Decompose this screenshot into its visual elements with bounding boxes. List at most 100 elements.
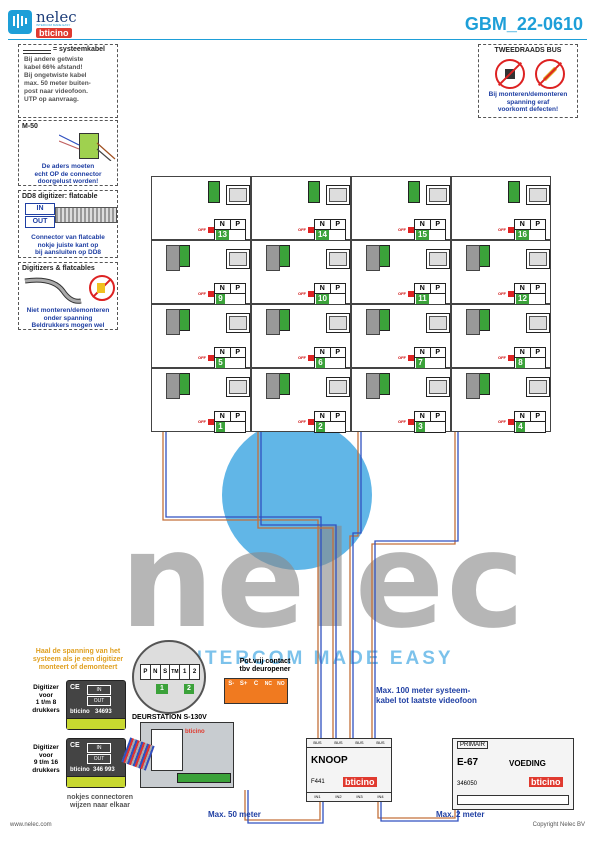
warning-line: monteert of demonteert: [38, 664, 118, 671]
digitizer2-brand: bticino: [70, 767, 90, 773]
pin-strip: P N S TM 1 2: [140, 664, 200, 680]
knoop-term: IN3: [356, 794, 363, 799]
off-switch-icon: [308, 291, 314, 297]
apartment-number: 1: [216, 422, 225, 432]
n-label: N: [215, 220, 231, 229]
videophone-screen-icon: [426, 313, 450, 333]
label-line: voor: [38, 751, 54, 759]
pin-zoom-circle: P N S TM 1 2 1 2: [132, 640, 206, 714]
note-line: post naar videofoon.: [24, 88, 88, 95]
apartment-number: 13: [216, 230, 229, 240]
digitizer2-in: IN: [87, 743, 111, 753]
digitizer-module-icon: [366, 309, 380, 335]
label-line: drukkers: [32, 766, 60, 774]
note-m50-title: M-50: [22, 123, 38, 130]
dd8-out-label: OUT: [32, 218, 48, 225]
videophone-screen-icon: [326, 185, 350, 205]
apartment-number: 9: [216, 294, 225, 304]
videophone-screen-icon: [526, 377, 550, 397]
digitizer-module-icon: [366, 373, 380, 399]
off-switch-label: OFF: [398, 291, 406, 296]
apartment-number: 7: [416, 358, 425, 368]
p-label: P: [435, 413, 441, 420]
off-switch-label: OFF: [298, 355, 306, 360]
digitizer-module-icon: [366, 245, 380, 271]
knoop-code: F441: [311, 779, 325, 785]
label-line: Max. 100 meter systeem-: [376, 686, 471, 695]
flatcable-icon: [24, 277, 82, 304]
psu-module: PRIMAIR E-67 VOEDING 346050 bticino: [452, 738, 574, 810]
knoop-bottom-terms: IN1 IN2 IN3 IN4: [307, 792, 391, 801]
watermark-text: nelec: [120, 504, 527, 658]
off-switch-label: OFF: [298, 419, 306, 424]
deurstation-label: DEURSTATION S-130V: [132, 714, 207, 721]
dd8-flatcable-icon: [55, 207, 117, 223]
p-label: P: [435, 349, 441, 356]
p-label: P: [235, 413, 241, 420]
m50-connector-icon: [79, 133, 99, 159]
knoop-term: BUS: [376, 740, 385, 745]
note-line: wijzen naar elkaar: [70, 802, 130, 809]
p-label: P: [535, 349, 541, 356]
knoop-top-terms: BUS BUS BUS BUS: [307, 739, 391, 748]
off-switch-label: OFF: [498, 291, 506, 296]
p-label: P: [335, 413, 341, 420]
note-line: nokje juiste kant op: [37, 241, 99, 249]
label-line: 9 t/m 16: [33, 759, 59, 766]
apartment-number: 2: [316, 422, 325, 432]
knoop-brand: bticino: [343, 777, 377, 787]
n-label: N: [315, 284, 331, 293]
p-label: P: [535, 285, 541, 292]
n-label: N: [315, 412, 331, 421]
apartment-number: 12: [516, 294, 529, 304]
pin-label: N: [151, 665, 161, 679]
p-label: P: [435, 221, 441, 228]
apartment-number: 4: [516, 422, 525, 432]
note-line: max. 50 meter buiten-: [24, 80, 91, 87]
note-systeemkabel-title: = systeemkabel: [53, 46, 105, 53]
website: www.nelec.com: [10, 822, 52, 828]
note-line: Bij monteren/demonteren: [488, 91, 568, 98]
knoop-term: IN4: [377, 794, 384, 799]
off-switch-label: OFF: [298, 291, 306, 296]
off-switch-label: OFF: [198, 291, 206, 296]
brand-name: nelec: [36, 8, 77, 26]
knoop-term: BUS: [313, 740, 322, 745]
relay-term: S-: [228, 681, 235, 687]
digitizer2-label: Digitizer voor 9 t/m 16 drukkers: [28, 744, 64, 774]
digitizer-module-icon: [266, 245, 280, 271]
digitizer2-code: 346 993: [93, 767, 115, 773]
psu-brand: bticino: [529, 777, 563, 787]
no-plug-icon: [495, 59, 525, 89]
digitizer-module-icon: [266, 309, 280, 335]
digitizer-module-icon: [466, 309, 480, 335]
note-digitizers-title: Digitizers & flatcables: [22, 265, 95, 272]
off-switch-icon: [408, 291, 414, 297]
deurstation-module: bticino: [121, 722, 234, 788]
apartment-number: 16: [516, 230, 529, 240]
pin-label: 2: [192, 669, 197, 675]
connector-note: nokjes connectoren wijzen naar elkaar: [60, 794, 140, 810]
videophone-screen-icon: [226, 185, 250, 205]
n-label: N: [515, 220, 531, 229]
note-tweedraads: TWEEDRAADS BUS Bij monteren/demonteren s…: [478, 44, 578, 118]
m50-wires-icon: [59, 134, 116, 161]
note-m50: M-50 De aders moeten echt OP de connecto…: [18, 120, 118, 186]
digitizer1-label: Digitizer voor 1 t/m 8 drukkers: [28, 684, 64, 714]
videophone-screen-icon: [326, 249, 350, 269]
digitizer-module-icon: [266, 373, 280, 399]
dd8-in-label: IN: [36, 205, 44, 212]
